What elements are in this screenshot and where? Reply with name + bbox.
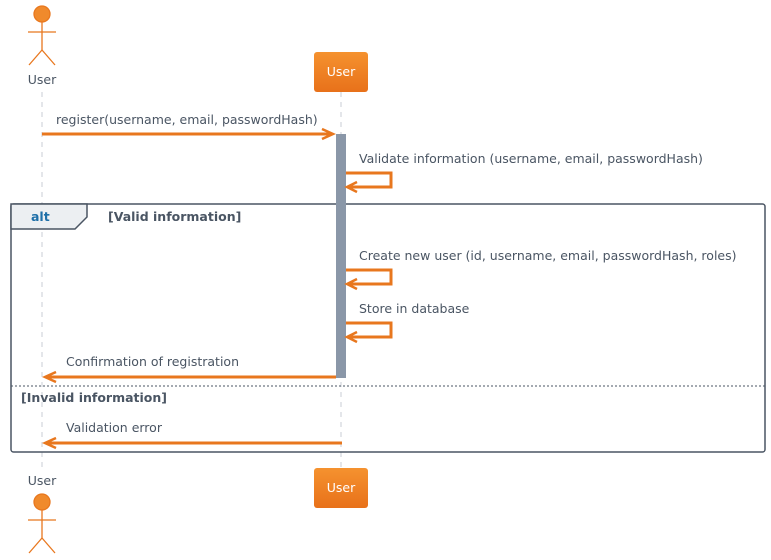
participant-top: User	[314, 52, 368, 92]
participant-label-top: User	[327, 64, 356, 79]
alt-keyword: alt	[31, 209, 50, 224]
message-confirmation: Confirmation of registration	[41, 354, 336, 384]
alt-tab	[10, 203, 88, 230]
arrowhead-icon	[344, 330, 358, 344]
message-label: Validation error	[66, 420, 163, 435]
message-register: register(username, email, passwordHash)	[42, 112, 337, 141]
message-label: Create new user (id, username, email, pa…	[359, 248, 737, 263]
participant-box	[314, 52, 368, 92]
actor-bottom: User	[28, 473, 57, 554]
message-error: Validation error	[41, 420, 342, 450]
alt-frame	[10, 203, 766, 453]
message-validate: Validate information (username, email, p…	[344, 151, 703, 194]
actor-icon	[28, 493, 56, 554]
message-label: Validate information (username, email, p…	[359, 151, 703, 166]
actor-icon	[28, 5, 56, 66]
participant-label-bottom: User	[327, 480, 356, 495]
activation-bar	[336, 134, 346, 378]
arrowhead-icon	[344, 277, 358, 291]
actor-top: User	[28, 5, 57, 87]
participant-bottom: User	[314, 468, 368, 508]
actor-label-bottom: User	[28, 473, 57, 488]
message-store: Store in database	[344, 301, 470, 344]
message-label: Store in database	[359, 301, 470, 316]
arrowhead-icon	[41, 436, 57, 450]
actor-label-top: User	[28, 72, 57, 87]
alt-fragment: alt [Valid information] [Invalid informa…	[10, 203, 766, 453]
guard-invalid: [Invalid information]	[21, 390, 167, 405]
participant-box	[314, 468, 368, 508]
arrowhead-icon	[41, 370, 57, 384]
message-create: Create new user (id, username, email, pa…	[344, 248, 737, 291]
arrowhead-icon	[344, 180, 358, 194]
arrowhead-icon	[321, 127, 337, 141]
message-label: Confirmation of registration	[66, 354, 239, 369]
guard-valid: [Valid information]	[108, 209, 241, 224]
message-label: register(username, email, passwordHash)	[56, 112, 318, 127]
